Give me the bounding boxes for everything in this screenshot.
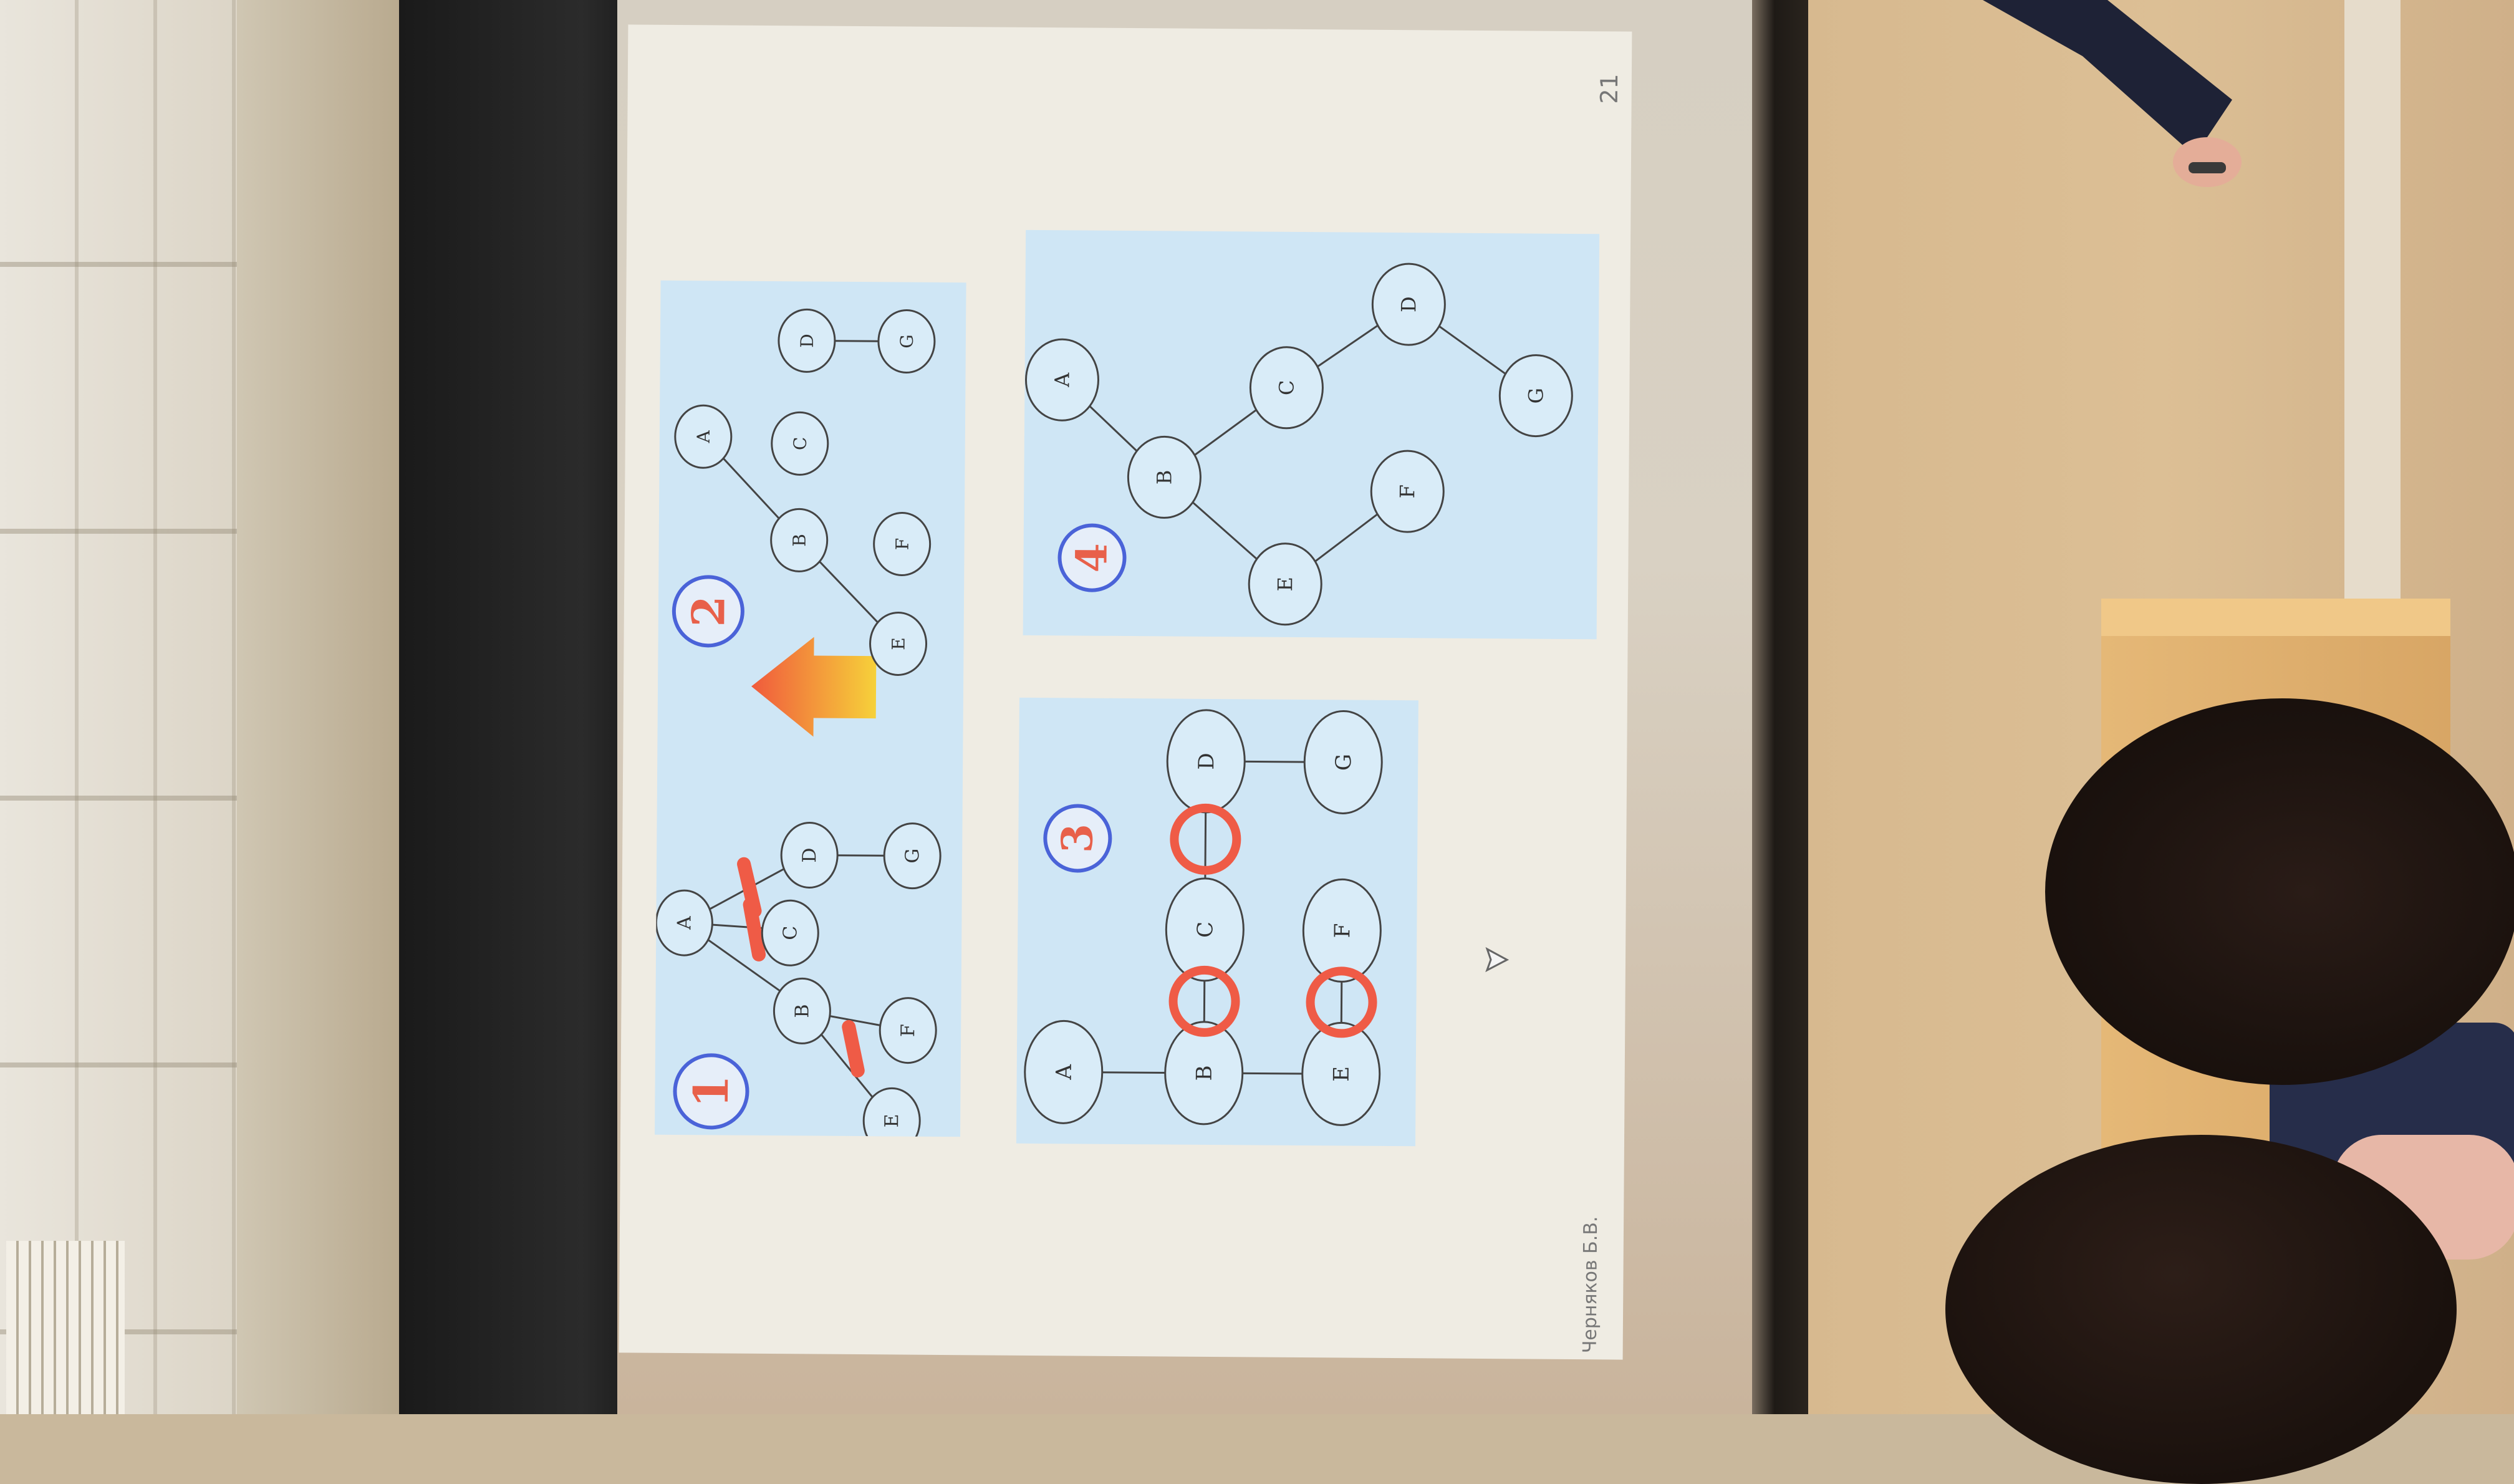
node-b-3-label: B <box>1192 1065 1217 1081</box>
cut-circles <box>1168 803 1377 1038</box>
window-blind <box>6 1241 125 1414</box>
node-a-label: A <box>673 916 695 930</box>
node-d-2 <box>778 308 836 373</box>
node-e-2-label: E <box>888 637 908 650</box>
node-c-2-label: C <box>790 437 811 451</box>
node-c-4-label: C <box>1274 380 1298 395</box>
node-f-4-label: F <box>1395 484 1419 498</box>
page-number: 21 <box>1595 74 1624 104</box>
node-g-2-label: G <box>897 334 917 349</box>
badge-3-number: 3 <box>1052 824 1102 854</box>
node-b-4 <box>1127 435 1202 519</box>
node-a-2-label: A <box>693 430 714 443</box>
node-a-4 <box>1024 338 1099 422</box>
graph-3: A B C D E F G 3 <box>1024 709 1383 1126</box>
node-g-4 <box>1498 354 1573 438</box>
node-f-2 <box>873 511 932 576</box>
cut-markers <box>737 857 865 1078</box>
node-d-2-label: D <box>797 334 817 348</box>
node-b-4-label: B <box>1152 470 1176 485</box>
author-footer: Черняков Б.В. <box>1579 1216 1602 1354</box>
badge-3: 3 <box>1043 804 1112 873</box>
up-arrow-icon <box>751 637 877 737</box>
node-f <box>879 997 937 1064</box>
node-g <box>883 822 942 890</box>
node-e-2 <box>869 611 928 676</box>
node-f-2-label: F <box>892 538 913 551</box>
screen-frame-right <box>1752 0 1808 1414</box>
node-b-3 <box>1164 1021 1244 1125</box>
door-frame <box>2344 0 2401 599</box>
node-c-4 <box>1249 346 1324 430</box>
node-a-3 <box>1024 1019 1104 1124</box>
graph-4: A B C D E F G 4 <box>1024 263 1573 626</box>
node-d-4 <box>1371 263 1446 346</box>
audience-head-2 <box>1945 1135 2457 1484</box>
node-e-3 <box>1301 1021 1381 1126</box>
cursor-arrow-icon <box>1485 947 1510 973</box>
badge-1-number: 1 <box>683 1075 739 1109</box>
node-g-label: G <box>902 849 923 864</box>
node-c-3-label: C <box>1193 922 1218 938</box>
node-c-2 <box>771 411 829 476</box>
node-a <box>655 889 713 956</box>
node-c-3 <box>1165 877 1245 982</box>
node-d <box>780 821 839 889</box>
node-b-label: B <box>791 1004 813 1018</box>
node-e-label: E <box>881 1114 903 1127</box>
node-d-3-label: D <box>1194 753 1219 770</box>
badge-1: 1 <box>673 1053 749 1130</box>
node-g-2 <box>877 309 936 374</box>
node-f-3 <box>1302 878 1382 983</box>
panel-1: A B C D E F G 1 <box>655 280 966 1154</box>
node-a-3-label: A <box>1052 1064 1077 1080</box>
node-e-3-label: E <box>1329 1066 1354 1082</box>
node-b-2 <box>770 508 829 572</box>
graph-1: A B C D E F G 1 <box>655 308 942 1154</box>
podium-top <box>2101 599 2450 636</box>
panel-3: A B C D E F G 3 <box>1016 697 1418 1147</box>
node-f-label: F <box>897 1024 919 1037</box>
node-e-4-label: E <box>1273 577 1297 592</box>
audience-head-1 <box>2045 698 2514 1085</box>
node-e-4 <box>1248 542 1322 626</box>
clicker-icon <box>2189 162 2226 173</box>
node-d-4-label: D <box>1397 296 1420 312</box>
badge-2: 2 <box>672 575 744 648</box>
node-f-3-label: F <box>1330 923 1355 938</box>
node-b-2-label: B <box>789 534 810 547</box>
node-f-4 <box>1370 450 1445 533</box>
badge-2-number: 2 <box>681 595 734 627</box>
node-c <box>761 899 819 966</box>
node-g-4-label: G <box>1524 388 1548 404</box>
node-d-label: D <box>799 847 821 862</box>
slide: A B C D E F G 1 <box>619 24 1632 1360</box>
node-g-3 <box>1303 710 1383 814</box>
node-a-4-label: A <box>1050 372 1074 388</box>
node-c-label: C <box>779 926 801 940</box>
presenter-arm <box>1983 0 2242 187</box>
badge-4: 4 <box>1057 523 1127 592</box>
panel-4: A B C D E F G 4 <box>1023 229 1600 640</box>
node-a-2 <box>674 404 733 469</box>
node-g-3-label: G <box>1331 754 1356 771</box>
badge-4-number: 4 <box>1067 543 1117 573</box>
node-b <box>773 977 831 1044</box>
wall-tiles <box>0 0 237 1414</box>
